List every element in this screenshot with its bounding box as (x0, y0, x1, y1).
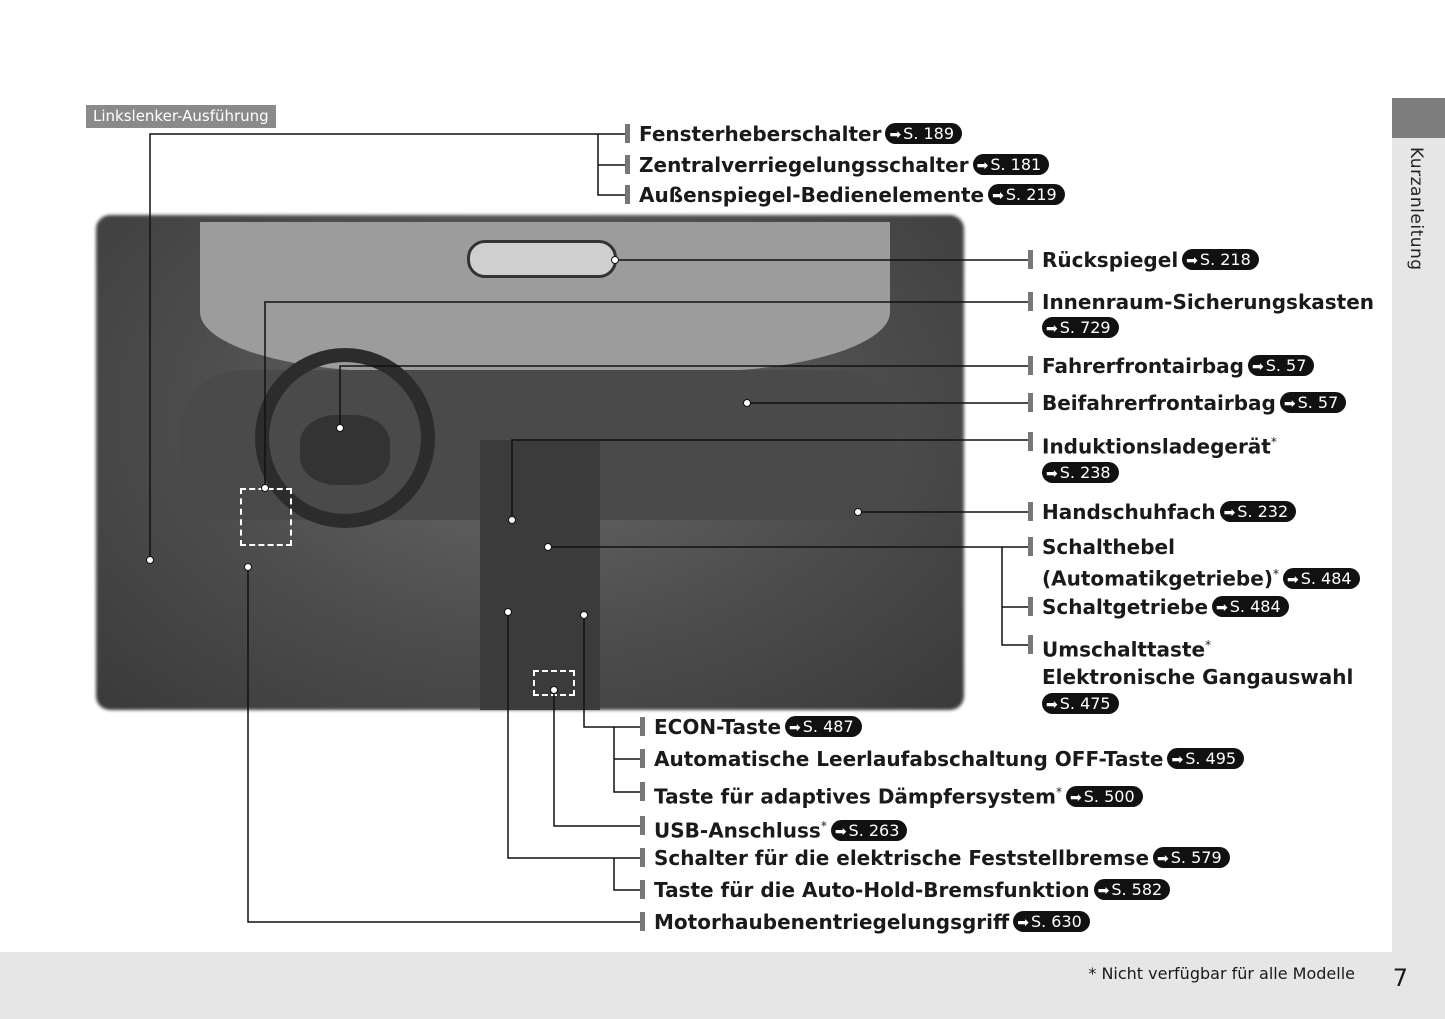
page-ref-link[interactable]: ➡S. 238 (1042, 461, 1119, 483)
callout-wireless-charger: Induktionsladegerät*➡S. 238 (1028, 429, 1277, 486)
arrow-right-icon: ➡ (976, 158, 989, 174)
page-ref-link[interactable]: ➡S. 579 (1153, 847, 1230, 868)
arrow-right-icon: ➡ (789, 720, 801, 736)
page-ref-link[interactable]: ➡S. 484 (1282, 567, 1360, 589)
callout-adaptive-damper: Taste für adaptives Dämpfersystem*➡S. 50… (640, 779, 1143, 810)
page-ref-link[interactable]: ➡S. 57 (1279, 392, 1347, 413)
page-ref-link[interactable]: ➡S. 582 (1093, 879, 1171, 900)
arrow-right-icon: ➡ (1046, 321, 1058, 337)
callout-driver-airbag: Fahrerfrontairbag➡S. 57 (1028, 353, 1315, 379)
callout-parking-brake: Schalter für die elektrische Feststellbr… (640, 845, 1230, 871)
page-ref-link[interactable]: ➡S. 263 (830, 819, 908, 841)
callout-usb-port: USB-Anschluss*➡S. 263 (640, 813, 908, 844)
arrow-right-icon: ➡ (834, 823, 847, 840)
arrow-right-icon: ➡ (1097, 883, 1110, 899)
page-ref-link[interactable]: ➡S. 475 (1042, 692, 1119, 714)
arrow-right-icon: ➡ (889, 127, 902, 143)
callout-rearview-mirror: Rückspiegel➡S. 218 (1028, 247, 1259, 273)
arrow-right-icon: ➡ (992, 188, 1004, 204)
callout-mirror-controls: Außenspiegel-Bedienelemente➡S. 219 (625, 182, 1065, 208)
arrow-right-icon: ➡ (1283, 396, 1296, 412)
variant-label: Linkslenker-Ausführung (86, 105, 276, 128)
page-ref-link[interactable]: ➡S. 500 (1066, 785, 1143, 807)
arrow-right-icon: ➡ (1070, 789, 1082, 806)
arrow-right-icon: ➡ (1046, 465, 1058, 482)
section-tab-marker (1392, 98, 1445, 138)
page-ref-link[interactable]: ➡S. 219 (988, 184, 1065, 205)
section-tab[interactable] (1392, 138, 1445, 952)
page-ref-link[interactable]: ➡S. 484 (1212, 596, 1289, 617)
callout-passenger-airbag: Beifahrerfrontairbag➡S. 57 (1028, 390, 1347, 416)
footnote: * Nicht verfügbar für alle Modelle (1088, 964, 1355, 983)
arrow-right-icon: ➡ (1186, 253, 1198, 269)
callout-idle-stop-off: Automatische Leerlaufabschaltung OFF-Tas… (640, 746, 1245, 772)
callout-shift-button: Umschalttaste*Elektronische Gangauswahl➡… (1028, 632, 1353, 718)
rearview-mirror (467, 240, 617, 278)
page-number: 7 (1392, 964, 1408, 992)
callout-central-lock: Zentralverriegelungsschalter➡S. 181 (625, 152, 1050, 178)
page-ref-link[interactable]: ➡S. 181 (972, 154, 1050, 175)
arrow-right-icon: ➡ (1223, 505, 1236, 521)
arrow-right-icon: ➡ (1157, 851, 1169, 867)
callout-fuse-box: Innenraum-Sicherungskasten➡S. 729 (1028, 289, 1374, 341)
callout-auto-hold: Taste für die Auto-Hold-Bremsfunktion➡S.… (640, 877, 1171, 903)
callout-shift-lever: Schalthebel(Automatikgetriebe)*➡S. 484 (1028, 534, 1360, 593)
page-ref-link[interactable]: ➡S. 630 (1013, 911, 1090, 932)
page-ref-link[interactable]: ➡S. 729 (1042, 317, 1119, 338)
callout-glovebox: Handschuhfach➡S. 232 (1028, 499, 1297, 525)
arrow-right-icon: ➡ (1171, 752, 1184, 768)
arrow-right-icon: ➡ (1046, 696, 1058, 713)
arrow-right-icon: ➡ (1251, 359, 1264, 375)
section-tab-label: Kurzanleitung (1406, 147, 1426, 271)
page-ref-link[interactable]: ➡S. 495 (1167, 748, 1245, 769)
page-ref-link[interactable]: ➡S. 57 (1247, 355, 1315, 376)
callout-econ-button: ECON-Taste➡S. 487 (640, 714, 862, 740)
callout-window-switch: Fensterheberschalter➡S. 189 (625, 121, 963, 147)
callout-hood-release: Motorhaubenentriegelungsgriff➡S. 630 (640, 909, 1090, 935)
page-ref-link[interactable]: ➡S. 189 (885, 123, 963, 144)
arrow-right-icon: ➡ (1017, 915, 1029, 931)
page-ref-link[interactable]: ➡S. 232 (1219, 501, 1297, 522)
page-ref-link[interactable]: ➡S. 218 (1182, 249, 1259, 270)
callout-manual-transmission: Schaltgetriebe➡S. 484 (1028, 594, 1289, 620)
arrow-right-icon: ➡ (1216, 600, 1228, 616)
page-ref-link[interactable]: ➡S. 487 (785, 716, 862, 737)
arrow-right-icon: ➡ (1286, 571, 1299, 588)
page-footer: * Nicht verfügbar für alle Modelle 7 (0, 952, 1445, 1019)
